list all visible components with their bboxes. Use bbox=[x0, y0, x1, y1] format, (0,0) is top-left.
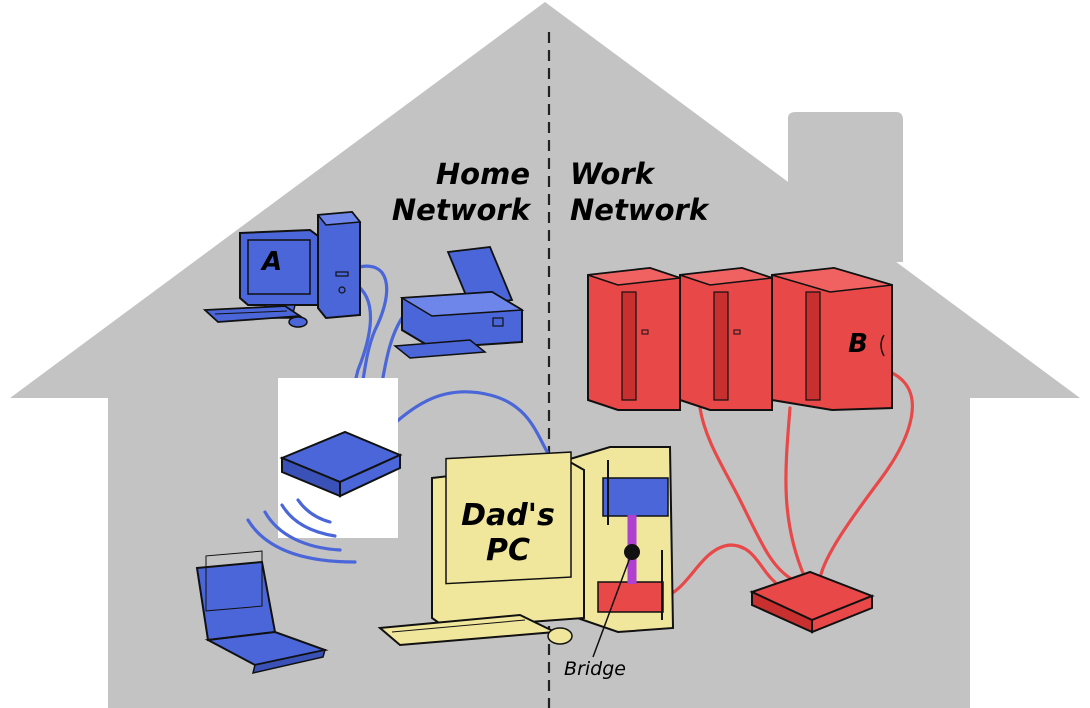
server-b-label: B bbox=[848, 329, 868, 359]
dads-pc-label-line1: Dad's bbox=[461, 498, 555, 533]
computer-a-label: A bbox=[260, 247, 282, 277]
work-network-cables bbox=[660, 370, 914, 600]
server-rack-icon bbox=[587, 266, 893, 412]
wireless-signal-icon bbox=[246, 498, 357, 564]
house-silhouette bbox=[10, 2, 1080, 708]
laptop-icon bbox=[195, 550, 329, 675]
work-network-label-line1: Work bbox=[570, 157, 656, 191]
work-network-label-line2: Network bbox=[570, 193, 710, 227]
server-b bbox=[771, 266, 893, 412]
bridge-label: Bridge bbox=[564, 658, 626, 680]
bridge-pointer bbox=[592, 551, 633, 658]
computer-a bbox=[202, 210, 362, 328]
printer-icon bbox=[393, 246, 525, 359]
home-network-label-line2: Network bbox=[392, 193, 532, 227]
dads-pc-label-line2: PC bbox=[486, 533, 530, 568]
home-network-card-icon bbox=[602, 460, 669, 525]
server-2 bbox=[679, 266, 773, 411]
wireless-router-icon bbox=[279, 430, 403, 498]
network-switch-icon bbox=[749, 570, 875, 634]
home-network-label-line1: Home bbox=[436, 157, 530, 191]
server-1 bbox=[587, 266, 681, 411]
